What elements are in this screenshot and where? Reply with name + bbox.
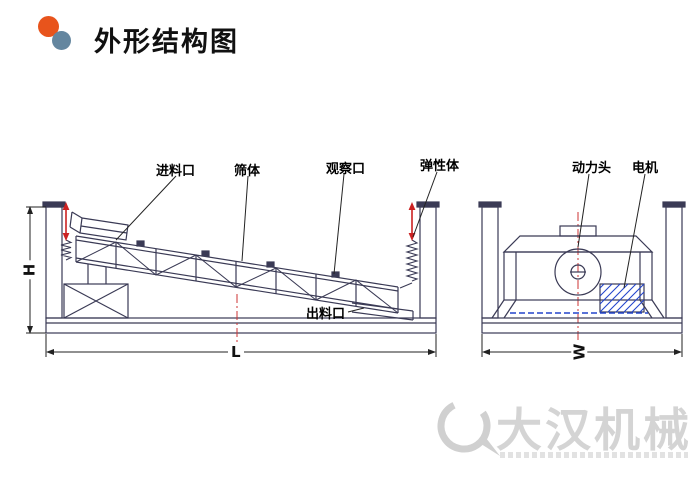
end-view-frame	[478, 201, 686, 334]
screen-deck	[75, 235, 399, 314]
label-power-head: 动力头	[572, 161, 612, 176]
watermark-logo-icon	[437, 399, 500, 456]
feed-hopper	[69, 211, 129, 241]
watermark-subtext-strip	[500, 452, 688, 458]
side-view-frame	[42, 201, 440, 334]
center-lines	[236, 212, 579, 346]
dimension-width-label: W	[570, 340, 588, 364]
watermark-brand-text: 大汉机械	[496, 403, 692, 457]
label-feed-inlet: 进料口	[156, 164, 196, 179]
dimension-height-label: H	[20, 260, 38, 280]
label-motor: 电机	[632, 161, 659, 176]
end-view-body	[491, 225, 665, 319]
springs	[60, 239, 419, 289]
label-screen-body: 筛体	[234, 164, 261, 179]
logo-blue-circle-icon	[52, 31, 71, 50]
power-head-circle	[554, 248, 602, 296]
discharge-chute	[351, 302, 414, 321]
page-title: 外形结构图	[94, 27, 239, 58]
dimension-length-label: L	[228, 344, 244, 360]
exciter-box	[63, 264, 129, 319]
label-elastic-body: 弹性体	[420, 159, 460, 174]
label-observation-port: 观察口	[326, 162, 366, 177]
motor-hatch	[510, 283, 648, 314]
logo-orange-circle-icon	[38, 16, 59, 37]
label-discharge-outlet: 出料口	[306, 307, 346, 322]
vibration-arrows	[62, 202, 416, 241]
leader-lines	[115, 171, 646, 313]
